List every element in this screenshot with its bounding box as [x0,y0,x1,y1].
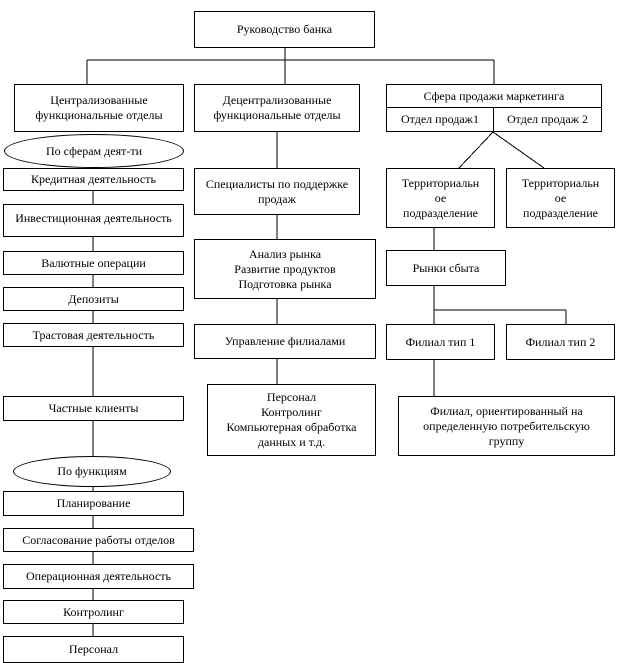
activity-item-label: Инвестиционная деятельность [15,211,172,225]
branch-type-1-box: Филиал тип 1 [386,324,495,360]
territorial-unit-2: Территориальн ое подразделение [506,168,615,228]
activity-item-trust: Трастовая деятельность [3,323,184,347]
sales-department-1: Отдел продаж1 [387,108,494,131]
centralized-departments-box: Централизованные функциональные отделы [14,84,184,132]
territorial-line: Территориальн [401,175,480,190]
sales-department-2: Отдел продаж 2 [507,112,588,126]
branch-management-label: Управление филиалами [224,334,346,348]
market-box: Анализ рынка Развитие продуктов Подготов… [194,239,376,299]
sales-departments-row: Отдел продаж1 Отдел продаж 2 [387,107,601,131]
territorial-line: подразделение [523,205,598,220]
territorial-line: Территориальн [521,175,600,190]
territorial-line: ое [554,190,567,205]
personnel-line: Персонал [266,390,317,404]
bank-management-box: Руководство банка [194,11,375,48]
targeted-branch-line: Филиал, ориентированный на [430,403,583,418]
by-function-label: По функциям [57,464,127,478]
personnel-line: Компьютерная обработка [226,420,357,434]
activity-item-label: Депозиты [68,291,119,306]
by-function-oval: По функциям [13,456,171,487]
by-activity-label: По сферам деят-ти [45,143,143,158]
activity-item-credit: Кредитная деятельность [3,168,184,191]
function-item-label: Планирование [56,496,131,510]
activity-item-investment: Инвестиционная деятельность [3,204,184,237]
function-item-planning: Планирование [3,491,184,516]
function-item-operations: Операционная деятельность [3,564,194,589]
personnel-line: Контролинг [261,405,322,419]
function-item-controlling: Контролинг [3,600,184,624]
sales-marketing-box: Сфера продажи маркетинга Отдел продаж1 О… [386,84,602,132]
branch-type-2-label: Филиал тип 2 [525,334,596,349]
branch-type-2-box: Филиал тип 2 [506,324,615,360]
sales-markets-label: Рынки сбыта [412,260,480,275]
personnel-controlling-box: Персонал Контролинг Компьютерная обработ… [207,384,376,456]
sales-markets-box: Рынки сбыта [386,250,506,286]
territorial-line: ое [434,190,447,205]
activity-item-label: Кредитная деятельность [31,172,156,186]
function-item-label: Согласование работы отделов [22,532,175,547]
branch-type-1-label: Филиал тип 1 [405,334,476,349]
market-line: Анализ рынка [248,246,322,261]
branch-management-box: Управление филиалами [194,324,376,359]
activity-item-currency: Валютные операции [3,251,184,275]
territorial-line: подразделение [403,205,478,220]
sales-marketing-title: Сфера продажи маркетинга [423,88,565,103]
function-item-label: Операционная деятельность [25,569,172,583]
market-line: Развитие продуктов [234,261,336,276]
centralized-departments-label: Централизованные функциональные отделы [35,93,163,122]
activity-item-deposits: Депозиты [3,287,184,311]
activity-item-label: Трастовая деятельность [32,327,155,342]
decentralized-departments-label: Децентрализованные функциональные отделы [213,93,341,122]
targeted-branch-line: определенную потребительскую [423,418,590,433]
function-item-label: Персонал [68,642,119,656]
targeted-branch-box: Филиал, ориентированный на определенную … [398,396,615,456]
function-item-personnel: Персонал [3,636,184,663]
territorial-unit-1: Территориальн ое подразделение [386,168,495,228]
personnel-line: данных и т.д. [257,435,326,449]
market-line: Подготовка рынка [238,276,332,291]
sales-support-label: Специалисты по поддержке продаж [205,176,349,206]
private-clients-box: Частные клиенты [3,396,184,421]
decentralized-departments-box: Децентрализованные функциональные отделы [194,84,360,132]
activity-item-label: Валютные операции [41,255,146,270]
bank-management-label: Руководство банка [236,22,333,36]
private-clients-label: Частные клиенты [48,401,139,415]
targeted-branch-line: группу [488,433,525,448]
sales-support-box: Специалисты по поддержке продаж [194,168,360,215]
function-item-label: Контролинг [63,604,124,619]
by-activity-oval: По сферам деят-ти [4,134,184,168]
function-item-coordination: Согласование работы отделов [3,528,194,552]
